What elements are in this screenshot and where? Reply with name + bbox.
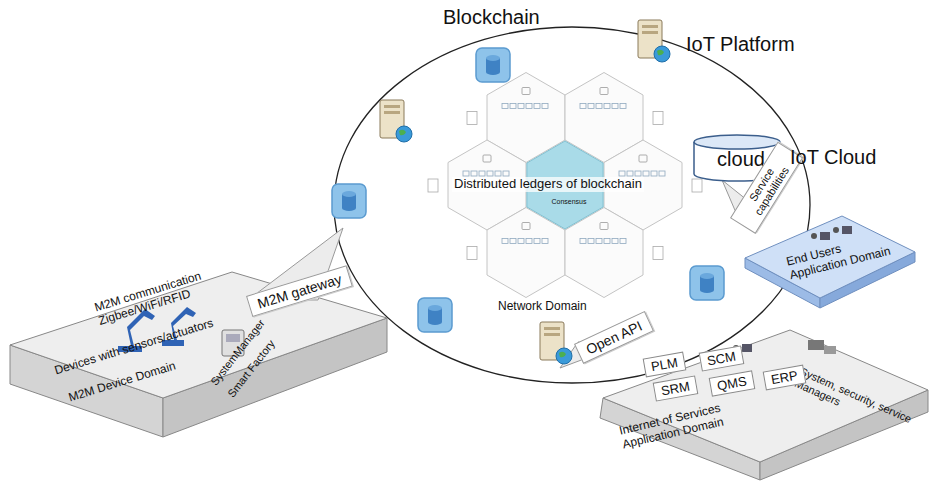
ledger-block (580, 239, 586, 244)
box-text: M2M gateway (255, 271, 343, 312)
ledger-block (596, 239, 602, 244)
document-icon (428, 179, 438, 192)
box-text: Open API (583, 318, 644, 358)
system-box: QMS (709, 370, 755, 396)
ledger-block (651, 171, 657, 176)
text-label: Network Domain (498, 300, 587, 314)
box-text: Internet of Services Application Domain (618, 394, 761, 452)
text-label: Blockchain (443, 6, 540, 29)
lock-icon (483, 155, 491, 162)
box-text: SCM (706, 349, 737, 369)
ledger-block (542, 104, 548, 109)
text-label: IoT Cloud (790, 146, 876, 169)
user-icon (824, 346, 836, 354)
ledger-block (479, 171, 485, 176)
ledger-block (612, 239, 618, 244)
ledger-block (659, 171, 665, 176)
blockchain-node (332, 184, 366, 218)
ledger-hexagon (428, 73, 702, 298)
ledger-block (643, 171, 649, 176)
user-icon (811, 233, 817, 239)
user-icon (833, 227, 839, 233)
api-callout: Open API (574, 311, 654, 364)
text-label: IoT Platform (686, 33, 795, 56)
lock-icon (639, 155, 647, 162)
blockchain-node (690, 266, 724, 300)
services-platform (603, 330, 928, 462)
blockchain-node (332, 48, 724, 332)
document-icon (467, 247, 477, 260)
box-text: PLM (650, 355, 679, 374)
ledger-block (510, 104, 516, 109)
lock-icon (600, 88, 608, 95)
ledger-block (510, 239, 516, 244)
ledger-block (596, 104, 602, 109)
ledger-block (620, 239, 626, 244)
services-platform (600, 330, 928, 480)
server-icon (380, 20, 670, 364)
document-icon (653, 112, 663, 125)
box-text: End Users Application Domain (785, 231, 894, 283)
lock-icon (522, 223, 530, 230)
lock-icon (600, 223, 608, 230)
box-text: Devices with sensors/actuators (53, 317, 215, 379)
server-icon (638, 20, 670, 62)
document-icon (467, 112, 477, 125)
box-text: SRM (660, 379, 691, 399)
document-icon (692, 179, 702, 192)
network-ring (334, 27, 810, 383)
ledger-block (588, 239, 594, 244)
cylinder-outline (694, 135, 780, 149)
ledger-block (534, 104, 540, 109)
ledger-block (503, 171, 509, 176)
callout-pointer (248, 180, 762, 368)
system-box: SRM (653, 375, 699, 401)
end-user-platform (745, 216, 915, 298)
ledger-block (495, 171, 501, 176)
box-text: QMS (716, 374, 748, 394)
ledger-block (471, 171, 477, 176)
ledger-block (502, 239, 508, 244)
center-label: Distributed ledgers of blockchain (452, 177, 644, 192)
ledger-block (502, 104, 508, 109)
server-icon (380, 100, 412, 142)
user-icon (842, 226, 852, 234)
blockchain-node (476, 48, 510, 82)
ledger-block (635, 171, 641, 176)
ledger-block (627, 171, 633, 176)
ledger-block (518, 104, 524, 109)
ledger-block (526, 239, 532, 244)
ledger-block (620, 104, 626, 109)
ledger-block (526, 104, 532, 109)
user-icon (820, 232, 830, 240)
system-box: SCM (699, 345, 745, 371)
blockchain-node (418, 298, 452, 332)
end-user-platform (745, 216, 915, 308)
ledger-block (604, 104, 610, 109)
ledger-block (534, 239, 540, 244)
box-text: Consensus (526, 198, 612, 206)
domain-platform: End Users Application Domain (745, 212, 917, 308)
box-text: System, security, service Managers (793, 365, 927, 443)
box-text: ERP (770, 368, 799, 387)
ledger-block (619, 171, 625, 176)
ledger-block (487, 171, 493, 176)
user-icon (808, 340, 824, 350)
ledger-block (612, 104, 618, 109)
ledger-block (604, 239, 610, 244)
ledger-block (518, 239, 524, 244)
ledger-block (580, 104, 586, 109)
ledger-block (463, 171, 469, 176)
domain-platform: M2M communication Zigbee/WiFi/RFIDDevice… (5, 268, 390, 440)
lock-icon (522, 88, 530, 95)
document-icon (653, 247, 663, 260)
ledger-block (588, 104, 594, 109)
ledger-block (542, 239, 548, 244)
system-box: PLM (643, 352, 686, 378)
user-icon (742, 344, 752, 352)
domain-platform: Internet of Services Application DomainS… (598, 325, 931, 482)
server-icon (540, 322, 572, 364)
gateway-callout: M2M gateway (246, 265, 353, 317)
